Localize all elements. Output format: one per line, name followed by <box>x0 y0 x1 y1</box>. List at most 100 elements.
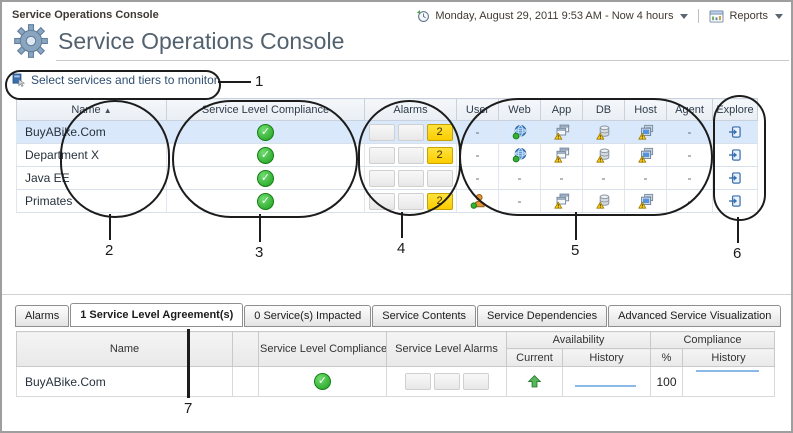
services-table-body: BuyABike.Com✓2--Department X✓2--Java EE✓… <box>16 120 758 213</box>
column-header-alarms[interactable]: Alarms <box>364 98 457 121</box>
sla-column-header-compliance[interactable]: Service Level Compliance ▼ <box>258 331 387 367</box>
user-cell: - <box>456 120 499 144</box>
service-row[interactable]: Java EE✓------ <box>16 166 758 190</box>
alarm-cell[interactable] <box>397 192 424 210</box>
host-warning-icon <box>637 193 654 209</box>
sla-name-cell[interactable]: BuyABike.Com <box>16 366 233 397</box>
sla-spacer-cell <box>232 366 259 397</box>
alarm-cell[interactable] <box>368 123 395 141</box>
alarms-cell: 2 <box>364 189 457 213</box>
callout-number-1: 1 <box>255 73 264 90</box>
column-header-explore[interactable]: Explore <box>712 98 758 121</box>
tab-1-service-level-agreement-s[interactable]: 1 Service Level Agreement(s) <box>70 303 244 327</box>
column-header-name[interactable]: Name ▲ <box>16 98 167 121</box>
host-cell <box>624 189 667 213</box>
sla-column-header-availability-history[interactable]: History <box>562 348 651 367</box>
service-name-cell[interactable]: Primates <box>16 189 167 213</box>
compliance-cell: ✓ <box>166 189 365 213</box>
tab-0-service-s-impacted[interactable]: 0 Service(s) Impacted <box>244 305 372 327</box>
service-name-cell[interactable]: Java EE <box>16 166 167 190</box>
callout-line-3 <box>259 214 261 242</box>
column-header-user[interactable]: User <box>456 98 499 121</box>
reports-menu-label[interactable]: Reports <box>729 10 768 22</box>
no-data-dash: - <box>687 194 692 208</box>
alarm-cell[interactable] <box>368 192 395 210</box>
column-header-web[interactable]: Web <box>498 98 541 121</box>
column-header-app[interactable]: App <box>540 98 583 121</box>
service-name-cell[interactable]: BuyABike.Com <box>16 120 167 144</box>
alarm-cell[interactable]: 2 <box>426 146 453 164</box>
service-row[interactable]: Primates ✓ 2 - - <box>16 189 758 213</box>
alarm-cell[interactable] <box>397 123 424 141</box>
sla-column-header-current[interactable]: Current <box>506 348 563 367</box>
host-cell <box>624 143 667 167</box>
alarm-cell[interactable]: 2 <box>426 192 453 210</box>
column-header-compliance[interactable]: Service Level Compliance <box>166 98 365 121</box>
column-header-host[interactable]: Host <box>624 98 667 121</box>
tab-service-dependencies[interactable]: Service Dependencies <box>477 305 608 327</box>
sla-availability-history-cell <box>562 366 651 397</box>
explore-icon[interactable] <box>728 171 742 185</box>
reports-dropdown-caret-icon[interactable] <box>775 13 783 19</box>
select-services-link[interactable]: Select services and tiers to monitor <box>12 73 218 87</box>
sla-column-header-alarms[interactable]: Service Level Alarms <box>386 331 507 367</box>
sort-asc-icon: ▲ <box>103 105 112 115</box>
tab-service-contents[interactable]: Service Contents <box>372 305 477 327</box>
sla-column-header-compliance-history[interactable]: History <box>682 348 775 367</box>
alarm-cell[interactable] <box>368 169 395 187</box>
tab-advanced-service-visualization[interactable]: Advanced Service Visualization <box>608 305 782 327</box>
sla-row[interactable]: BuyABike.Com✓100 <box>16 366 775 397</box>
section-divider <box>2 294 791 295</box>
explore-icon[interactable] <box>728 125 742 139</box>
alarms-cell: 2 <box>364 143 457 167</box>
page-title: Service Operations Console <box>58 27 345 54</box>
no-data-dash: - <box>559 171 564 185</box>
user-cell: - <box>456 143 499 167</box>
time-range-dropdown-caret-icon[interactable] <box>680 13 689 19</box>
alarm-cell[interactable] <box>368 146 395 164</box>
sla-header-group-row: Name Service Level Compliance ▼ Service … <box>16 331 775 367</box>
callout-line-2 <box>109 214 111 240</box>
column-header-agent[interactable]: Agent <box>666 98 713 121</box>
explore-cell[interactable] <box>712 143 758 167</box>
web-cell: - <box>498 189 541 213</box>
explore-cell[interactable] <box>712 120 758 144</box>
user-cell <box>456 189 499 213</box>
service-name-cell[interactable]: Department X <box>16 143 167 167</box>
tab-alarms[interactable]: Alarms <box>15 305 70 327</box>
explore-icon[interactable] <box>728 148 742 162</box>
clock-icon <box>416 9 430 23</box>
no-data-dash: - <box>643 171 648 185</box>
sla-table: Name Service Level Compliance ▼ Service … <box>16 331 775 397</box>
column-header-db[interactable]: DB <box>582 98 625 121</box>
sla-compliance-cell: ✓ <box>258 366 387 397</box>
select-services-icon <box>12 73 26 87</box>
alarm-cell[interactable] <box>404 373 431 390</box>
alarm-cell[interactable]: 2 <box>426 123 453 141</box>
explore-cell[interactable] <box>712 189 758 213</box>
callout-line-1 <box>218 81 251 83</box>
alarm-cell[interactable] <box>462 373 489 390</box>
compliance-history-sparkline <box>695 370 760 372</box>
alarm-cell[interactable] <box>426 169 453 187</box>
app-cell <box>540 189 583 213</box>
explore-cell[interactable] <box>712 166 758 190</box>
alarm-cell[interactable] <box>397 169 424 187</box>
alarms-cell <box>364 166 457 190</box>
alarm-cell[interactable] <box>433 373 460 390</box>
sla-column-header-name[interactable]: Name <box>16 331 233 367</box>
time-range-label[interactable]: Monday, August 29, 2011 9:53 AM - Now 4 … <box>435 10 674 22</box>
compliance-ok-icon: ✓ <box>257 192 274 210</box>
app-cell <box>540 120 583 144</box>
alarm-cell[interactable] <box>397 146 424 164</box>
service-row[interactable]: Department X✓2-- <box>16 143 758 167</box>
breadcrumb: Service Operations Console <box>12 9 159 21</box>
globe-icon <box>512 124 528 140</box>
sla-column-header-percent[interactable]: % <box>650 348 683 367</box>
callout-number-6: 6 <box>733 245 742 262</box>
explore-icon[interactable] <box>728 194 742 208</box>
service-row[interactable]: BuyABike.Com✓2-- <box>16 120 758 144</box>
compliance-cell: ✓ <box>166 143 365 167</box>
callout-line-4 <box>401 212 403 238</box>
